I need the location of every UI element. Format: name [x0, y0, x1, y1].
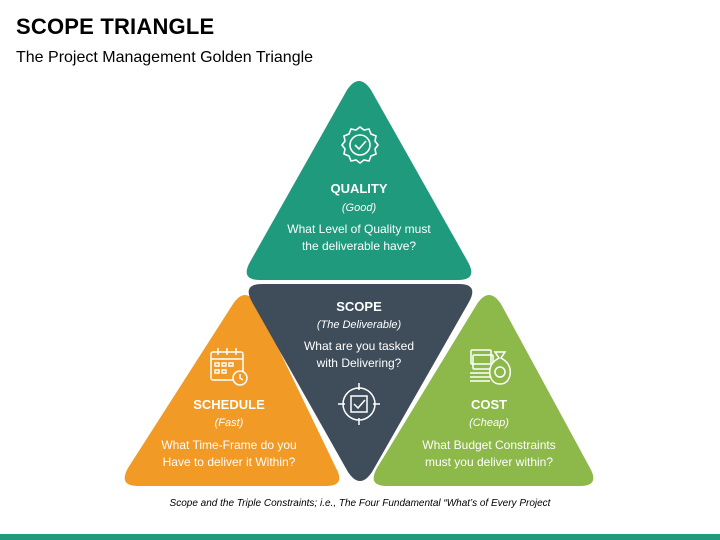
scope-triangle: SCOPE (The Deliverable) What are you tas… — [248, 284, 473, 481]
scope-shape — [248, 284, 473, 481]
cost-question-line1: What Budget Constraints — [422, 438, 555, 452]
scope-question-line2: with Delivering? — [316, 356, 402, 370]
scope-heading: SCOPE — [336, 299, 382, 314]
cost-question-line2: must you deliver within? — [425, 455, 553, 469]
cost-triangle: COST (Cheap) What Budget Constraints mus… — [373, 295, 594, 486]
quality-heading: QUALITY — [330, 181, 387, 196]
page-title: SCOPE TRIANGLE — [16, 14, 215, 39]
schedule-shape — [124, 295, 340, 486]
schedule-heading: SCHEDULE — [193, 397, 265, 412]
quality-badge-icon — [341, 126, 379, 164]
schedule-question-line2: Have to deliver it Within? — [163, 455, 296, 469]
quality-question-line1: What Level of Quality must — [287, 222, 431, 236]
cost-subheading: (Cheap) — [469, 417, 509, 429]
scope-subheading: (The Deliverable) — [317, 319, 402, 331]
diagram-caption: Scope and the Triple Constraints; i.e., … — [169, 498, 551, 509]
quality-shape — [246, 81, 472, 280]
cost-shape — [373, 295, 594, 486]
bottom-accent-bar — [0, 534, 720, 540]
money-bag-icon — [470, 349, 512, 385]
schedule-subheading: (Fast) — [215, 417, 244, 429]
page-subtitle: The Project Management Golden Triangle — [16, 49, 314, 66]
scope-question-line1: What are you tasked — [304, 339, 414, 353]
target-check-icon — [338, 383, 380, 425]
quality-subheading: (Good) — [342, 202, 377, 214]
quality-triangle: QUALITY (Good) What Level of Quality mus… — [246, 81, 472, 280]
calendar-clock-icon — [210, 348, 248, 386]
cost-heading: COST — [471, 397, 507, 412]
quality-question-line2: the deliverable have? — [302, 239, 416, 253]
schedule-question-line1: What Time-Frame do you — [161, 438, 296, 452]
schedule-triangle: SCHEDULE (Fast) What Time-Frame do you H… — [124, 295, 340, 486]
